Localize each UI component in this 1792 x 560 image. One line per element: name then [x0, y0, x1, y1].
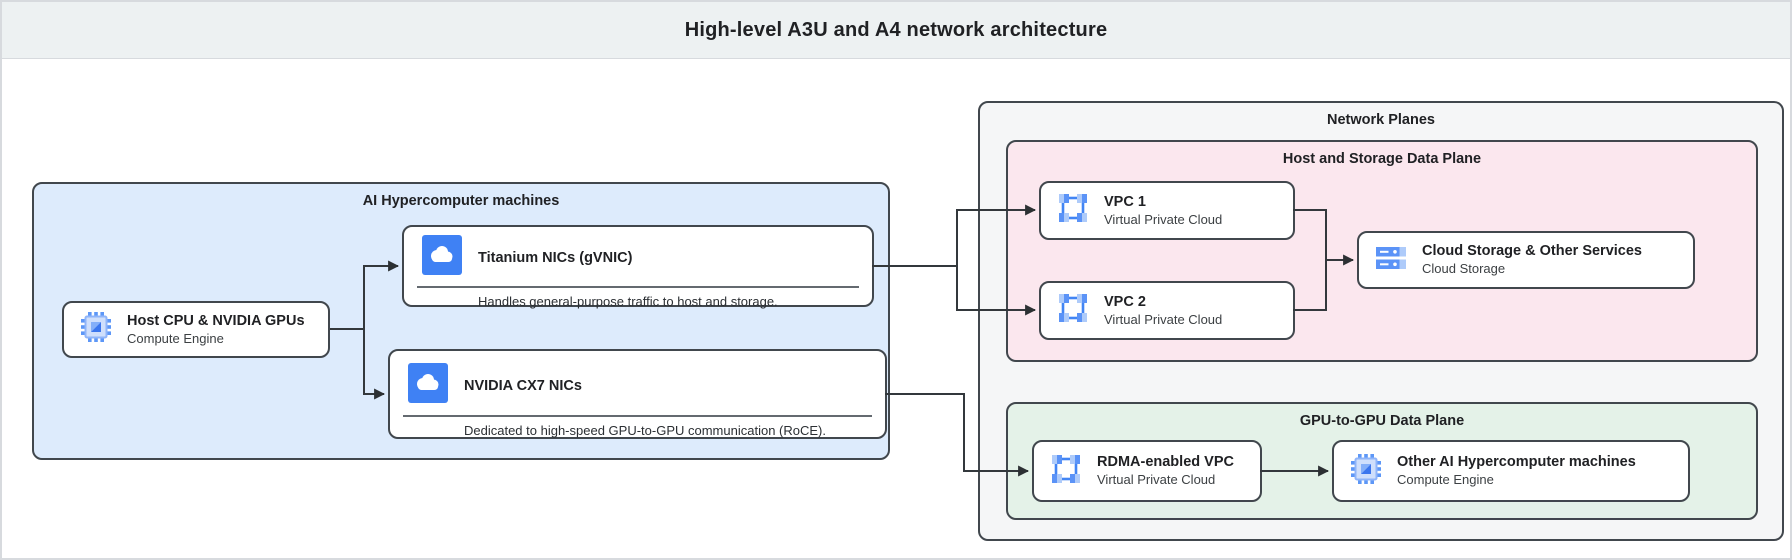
cx7-nic-node: NVIDIA CX7 NICs Dedicated to high-speed … [388, 349, 887, 439]
vpc1-title: VPC 1 [1104, 193, 1146, 210]
other-machines-node: Other AI Hypercomputer machines Compute … [1332, 440, 1690, 502]
vpc2-title: VPC 2 [1104, 293, 1146, 310]
diagram-title-bar: High-level A3U and A4 network architectu… [2, 2, 1790, 59]
cloud-nic-icon [422, 235, 462, 280]
cloud-nic-icon [408, 363, 448, 408]
titanium-nic-description: Handles general-purpose traffic to host … [478, 294, 778, 309]
machines-container-label: AI Hypercomputer machines [362, 193, 560, 209]
cloud-storage-node: Cloud Storage & Other Services Cloud Sto… [1357, 231, 1695, 289]
vpc1-subtitle: Virtual Private Cloud [1104, 211, 1223, 227]
divider [417, 286, 859, 288]
gpu-plane-label: GPU-to-GPU Data Plane [1299, 413, 1465, 429]
vpc-icon [1048, 451, 1084, 492]
cx7-nic-title: NVIDIA CX7 NICs [464, 377, 582, 394]
compute-engine-icon [1348, 451, 1384, 492]
cloud-storage-icon [1373, 240, 1409, 281]
host-storage-plane-label: Host and Storage Data Plane [1282, 151, 1482, 167]
cloud-storage-subtitle: Cloud Storage [1422, 261, 1506, 277]
network-planes-label: Network Planes [1327, 112, 1435, 128]
rdma-vpc-subtitle: Virtual Private Cloud [1097, 472, 1216, 488]
rdma-vpc-node: RDMA-enabled VPC Virtual Private Cloud [1032, 440, 1262, 502]
vpc2-subtitle: Virtual Private Cloud [1104, 311, 1223, 327]
rdma-vpc-title: RDMA-enabled VPC [1097, 454, 1234, 471]
other-machines-subtitle: Compute Engine [1397, 472, 1494, 488]
vpc1-node: VPC 1 Virtual Private Cloud [1039, 181, 1295, 240]
titanium-nic-node: Titanium NICs (gVNIC) Handles general-pu… [402, 225, 874, 309]
vpc-icon [1055, 190, 1091, 231]
cx7-nic-description: Dedicated to high-speed GPU-to-GPU commu… [464, 423, 826, 438]
compute-engine-icon [78, 309, 114, 350]
host-cpu-title: Host CPU & NVIDIA GPUs [127, 312, 305, 329]
divider [403, 415, 872, 417]
vpc2-node: VPC 2 Virtual Private Cloud [1039, 281, 1295, 340]
vpc-icon [1055, 290, 1091, 331]
titanium-nic-title: Titanium NICs (gVNIC) [478, 249, 633, 266]
other-machines-title: Other AI Hypercomputer machines [1397, 454, 1636, 471]
cloud-storage-title: Cloud Storage & Other Services [1422, 243, 1642, 260]
host-cpu-subtitle: Compute Engine [127, 330, 224, 346]
diagram-title: High-level A3U and A4 network architectu… [684, 18, 1108, 41]
host-cpu-node: Host CPU & NVIDIA GPUs Compute Engine [62, 301, 330, 358]
